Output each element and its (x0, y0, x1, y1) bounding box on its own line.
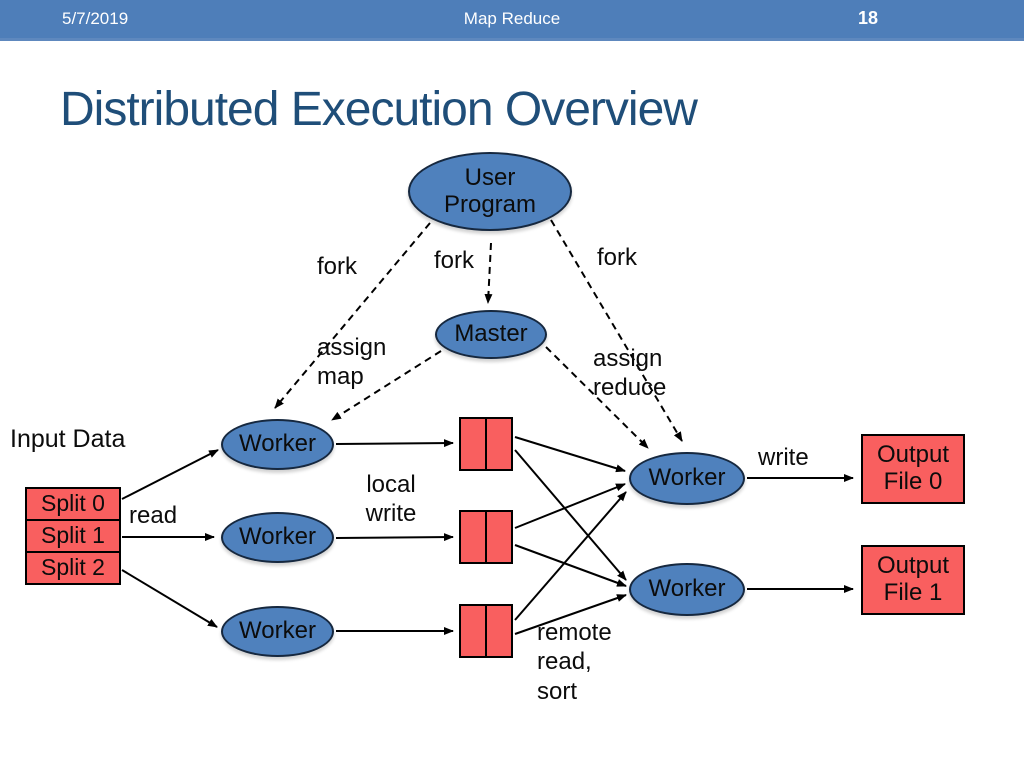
slide-title: Distributed Execution Overview (60, 83, 698, 136)
edge-fork-userprogram-reduceworker1 (550, 219, 683, 442)
map-worker-label-1: Worker (239, 430, 316, 458)
edge-read-split2-worker3 (121, 569, 218, 628)
reduce-worker-label-2: Worker (648, 575, 726, 603)
input-split-0-label: Split 0 (41, 490, 105, 517)
master-node: Master (435, 310, 547, 359)
output-file-0-node: Output File 0 (861, 434, 965, 504)
edge-remoteread-files3-reduceworker1 (514, 491, 627, 621)
fork-label-right: fork (597, 244, 638, 271)
slide-header-bar: 5/7/2019 Map Reduce 18 (0, 0, 1024, 41)
intermediate-files-1 (459, 417, 513, 471)
input-split-1-label: Split 1 (41, 522, 105, 549)
fork-label-middle: fork (434, 247, 475, 274)
edge-remoteread-files1-reduceworker1 (514, 436, 626, 473)
intermediate-file-cell (487, 512, 511, 562)
intermediate-file-cell (487, 419, 511, 469)
intermediate-file-cell (461, 606, 487, 656)
user-program-node: User Program (408, 152, 572, 231)
header-page-number: 18 (858, 8, 879, 28)
intermediate-file-cell (461, 419, 487, 469)
map-worker-label-2: Worker (239, 523, 316, 551)
assign-map-label: assign map (317, 334, 387, 391)
edge-assign-map-master-worker1 (331, 350, 442, 421)
local-write-label: local write (365, 471, 417, 528)
map-worker-node-1: Worker (221, 419, 334, 470)
reduce-worker-node-1: Worker (629, 452, 745, 505)
input-split-2-label: Split 2 (41, 554, 105, 581)
edge-read-split0-worker1 (121, 449, 219, 500)
edge-fork-userprogram-worker1 (274, 222, 431, 409)
header-deck-title: Map Reduce (463, 9, 561, 28)
user-program-label: User Program (443, 163, 537, 218)
edge-remoteread-files2-reduceworker2 (514, 544, 627, 587)
master-label: Master (454, 320, 528, 348)
edge-remoteread-files3-reduceworker2 (514, 594, 627, 635)
map-worker-label-3: Worker (239, 617, 316, 645)
input-split-1: Split 1 (25, 519, 121, 553)
edge-localwrite-worker1-files1 (335, 439, 454, 448)
read-label: read (129, 502, 178, 529)
reduce-worker-node-2: Worker (629, 563, 745, 616)
input-split-0: Split 0 (25, 487, 121, 521)
edge-remoteread-files1-reduceworker2 (514, 449, 627, 581)
fork-label-left: fork (317, 253, 358, 280)
edge-localwrite-worker2-files2 (335, 533, 454, 542)
edge-fork-userprogram-master (484, 242, 493, 304)
input-data-label: Input Data (10, 425, 126, 453)
intermediate-file-cell (461, 512, 487, 562)
output-file-0-label: Output File 0 (876, 441, 950, 495)
output-file-1-label: Output File 1 (876, 552, 950, 606)
output-file-1-node: Output File 1 (861, 545, 965, 615)
edge-remoteread-files2-reduceworker1 (514, 483, 626, 529)
intermediate-file-cell (487, 606, 511, 656)
map-worker-node-3: Worker (221, 606, 334, 657)
intermediate-files-3 (459, 604, 513, 658)
write-label: write (758, 444, 809, 471)
assign-reduce-label: assign reduce (593, 345, 667, 402)
intermediate-files-2 (459, 510, 513, 564)
map-worker-node-2: Worker (221, 512, 334, 563)
reduce-worker-label-1: Worker (648, 464, 726, 492)
remote-read-sort-label: remote read, sort (537, 619, 612, 705)
input-split-2: Split 2 (25, 551, 121, 585)
header-date: 5/7/2019 (62, 9, 129, 28)
